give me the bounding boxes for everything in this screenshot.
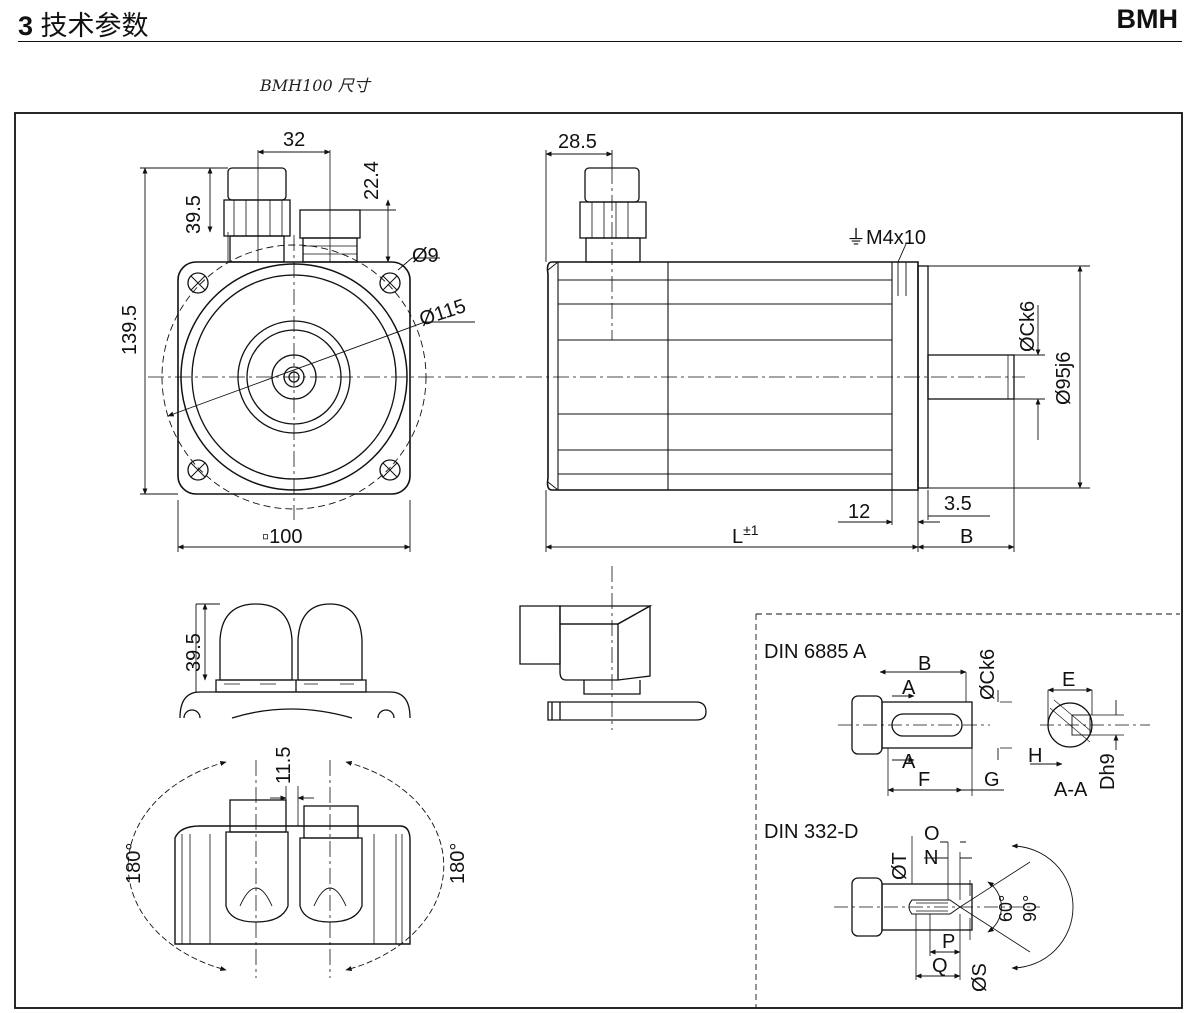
din-332-Q: Q xyxy=(932,955,948,977)
dim-12: 12 xyxy=(848,501,870,523)
din-6885-A-top: A xyxy=(902,677,916,699)
section-heading: 3 技术参数 xyxy=(18,4,149,43)
din-332-N: N xyxy=(924,847,938,869)
length-tolerance: ±1 xyxy=(743,522,759,538)
power-connector xyxy=(223,167,291,263)
din-6885-section: A-A xyxy=(1054,779,1088,801)
side-connector xyxy=(579,167,647,263)
angle-left-label: 180° xyxy=(123,843,145,884)
dim-11-5: 11.5 xyxy=(273,747,295,784)
din-6885-E: E xyxy=(1062,669,1075,691)
side-view: 28.5 ⏚M4x10 ØCk6 Ø95j6 12 3.5 L±1 B xyxy=(545,131,1090,552)
din-6885-H: H xyxy=(1028,745,1042,767)
shaft-length-label: B xyxy=(960,526,973,548)
dim-3-5: 3.5 xyxy=(944,493,972,515)
angle-right-label: 180° xyxy=(447,843,469,884)
din-332-title: DIN 332-D xyxy=(764,821,858,843)
dim-139-5: 139.5 xyxy=(119,305,141,355)
din-332-P: P xyxy=(942,931,955,953)
dim-32: 32 xyxy=(283,129,305,151)
din-details-panel: DIN 6885 A B A ØCk6 E A H F G A-A Dh9 xyxy=(755,613,1180,1008)
din-6885-F: F xyxy=(918,769,930,791)
figure-caption: BMH100 尺寸 xyxy=(260,76,370,95)
dimension-lines xyxy=(140,149,475,552)
length-label: L±1 xyxy=(732,522,759,548)
din-332-detail: DIN 332-D ØT O N 60° 90° P Q ØS xyxy=(764,821,1074,992)
drawing-frame xyxy=(14,112,1183,1009)
product-label: BMH xyxy=(1116,4,1179,34)
mounting-holes xyxy=(187,272,401,481)
din-332-T: ØT xyxy=(889,852,911,880)
din-332-60: 60° xyxy=(996,895,1016,922)
dim-39-5: 39.5 xyxy=(183,195,205,234)
shaft-fit-label: ØCk6 xyxy=(1017,301,1039,352)
connector-detail-view: 39.5 xyxy=(179,603,411,719)
bolt-circle-label: Ø115 xyxy=(417,295,469,331)
din-6885-A-bottom: A xyxy=(902,751,916,773)
hole-dia-label: Ø9 xyxy=(412,245,439,267)
header-rule xyxy=(18,41,1182,42)
dimension-lines-side xyxy=(545,150,1090,552)
section-number: 3 xyxy=(18,11,34,41)
ground-screw-label: ⏚M4x10 xyxy=(846,227,926,249)
din-332-90: 90° xyxy=(1020,895,1040,922)
pilot-fit-label: Ø95j6 xyxy=(1053,352,1075,405)
din-6885-title: DIN 6885 A xyxy=(764,641,867,663)
din-6885-B: B xyxy=(918,653,931,675)
din-6885-Ck6: ØCk6 xyxy=(977,649,999,700)
din-332-O: O xyxy=(924,823,940,845)
dim-22-4: 22.4 xyxy=(361,161,383,200)
flange-size-label: ▫100 xyxy=(262,526,302,548)
din-6885-detail: DIN 6885 A B A ØCk6 E A H F G A-A Dh9 xyxy=(764,641,1150,801)
shaft xyxy=(927,354,1015,400)
motor-body xyxy=(546,261,919,491)
section-title: 技术参数 xyxy=(40,11,149,41)
rotation-view: 11.5 180° 180° xyxy=(123,747,469,978)
din-332-S: ØS xyxy=(969,963,991,992)
front-view: 32 22.4 39.5 139.5 Ø9 Ø115 ▫100 xyxy=(119,129,1025,552)
connector-dim-39-5: 39.5 xyxy=(183,633,205,672)
dim-28-5: 28.5 xyxy=(558,131,597,153)
length-symbol: L xyxy=(732,526,743,548)
din-6885-G: G xyxy=(984,769,1000,791)
side-connector-detail xyxy=(519,566,707,730)
din-6885-Dh9: Dh9 xyxy=(1097,753,1119,790)
